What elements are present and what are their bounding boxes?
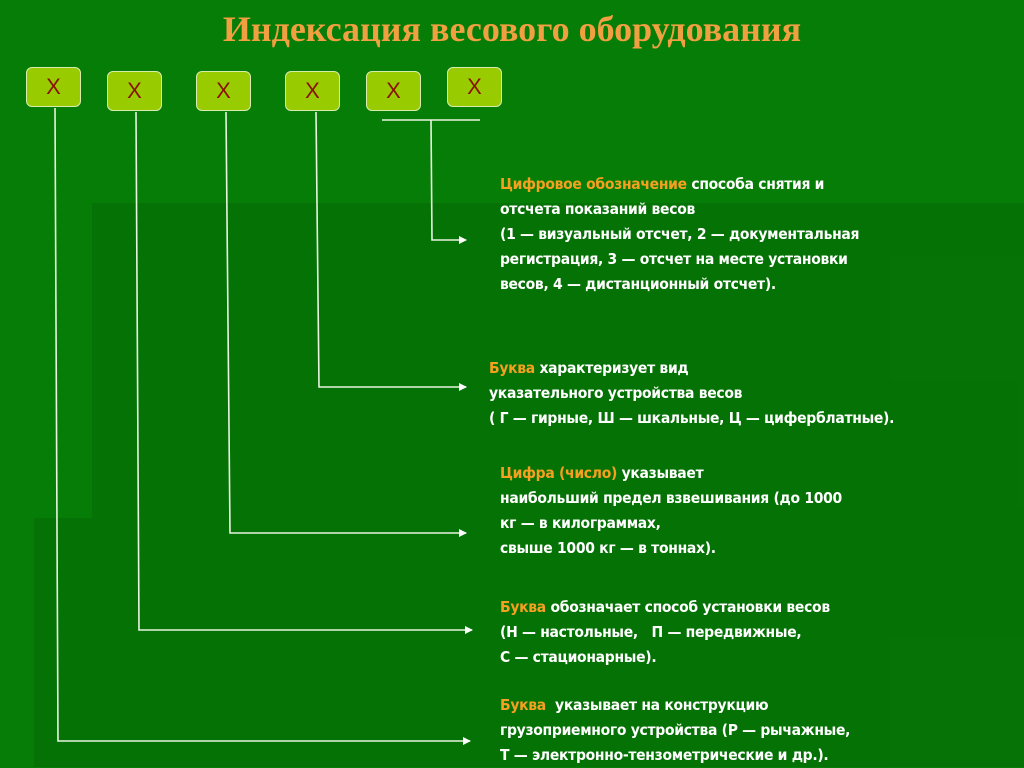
highlight: Буква [500, 696, 546, 714]
text-line: весов, 4 — дистанционный отсчет). [500, 275, 776, 293]
text-line: (Н — настольные, П — передвижные, [500, 623, 802, 641]
text-line: указательного устройства весов [489, 384, 743, 402]
text-line: характеризует вид [534, 359, 689, 377]
text-line: свыше 1000 кг — в тоннах). [500, 539, 716, 557]
description-installation-method: Буква обозначает способ установки весов … [500, 595, 830, 670]
connector-box-4 [315, 111, 467, 391]
highlight: Цифра (число) [500, 464, 618, 482]
text-line: регистрация, 3 — отсчет на месте установ… [500, 250, 848, 268]
text-line: грузоприемного устройства (Р — рычажные, [500, 721, 851, 739]
index-box-4: Х [285, 71, 340, 111]
description-reading-method: Цифровое обозначение способа снятия и от… [500, 172, 860, 297]
text-line: обозначает способ установки весов [545, 598, 830, 616]
text-line: С — стационарные). [500, 648, 657, 666]
highlight: Цифровое обозначение [500, 175, 687, 193]
highlight: Буква [500, 598, 546, 616]
connector-box-2 [135, 111, 473, 634]
connector-boxes-5-6 [430, 119, 467, 244]
index-box-3: Х [196, 71, 251, 111]
background-panel [92, 203, 1024, 518]
text-line: указывает [617, 464, 704, 482]
background-panel [34, 518, 1024, 767]
description-weighing-limit: Цифра (число) указывает наибольший преде… [500, 461, 842, 561]
index-box-5: Х [366, 71, 421, 111]
index-box-1: Х [26, 67, 81, 107]
text-line: кг — в килограммах, [500, 514, 661, 532]
text-line: отсчета показаний весов [500, 200, 695, 218]
connector-box-3 [225, 111, 467, 537]
connector-box-1 [54, 107, 471, 745]
index-box-2: Х [107, 71, 162, 111]
text-line: (1 — визуальный отсчет, 2 — документальн… [500, 225, 860, 243]
text-line: ( Г — гирные, Ш — шкальные, Ц — цифербла… [489, 409, 895, 427]
text-line: способа снятия и [686, 175, 825, 193]
highlight: Буква [489, 359, 535, 377]
description-indicator-type: Буква характеризует вид указательного ус… [489, 356, 894, 431]
text-line: указывает на конструкцию [545, 696, 769, 714]
description-load-receiver: Буква указывает на конструкцию грузоприе… [500, 693, 850, 768]
index-box-6: Х [447, 67, 502, 107]
text-line: наибольший предел взвешивания (до 1000 [500, 489, 842, 507]
page-title: Индексация весового оборудования [222, 9, 802, 49]
text-line: Т — электронно-тензометрические и др.). [500, 746, 829, 764]
